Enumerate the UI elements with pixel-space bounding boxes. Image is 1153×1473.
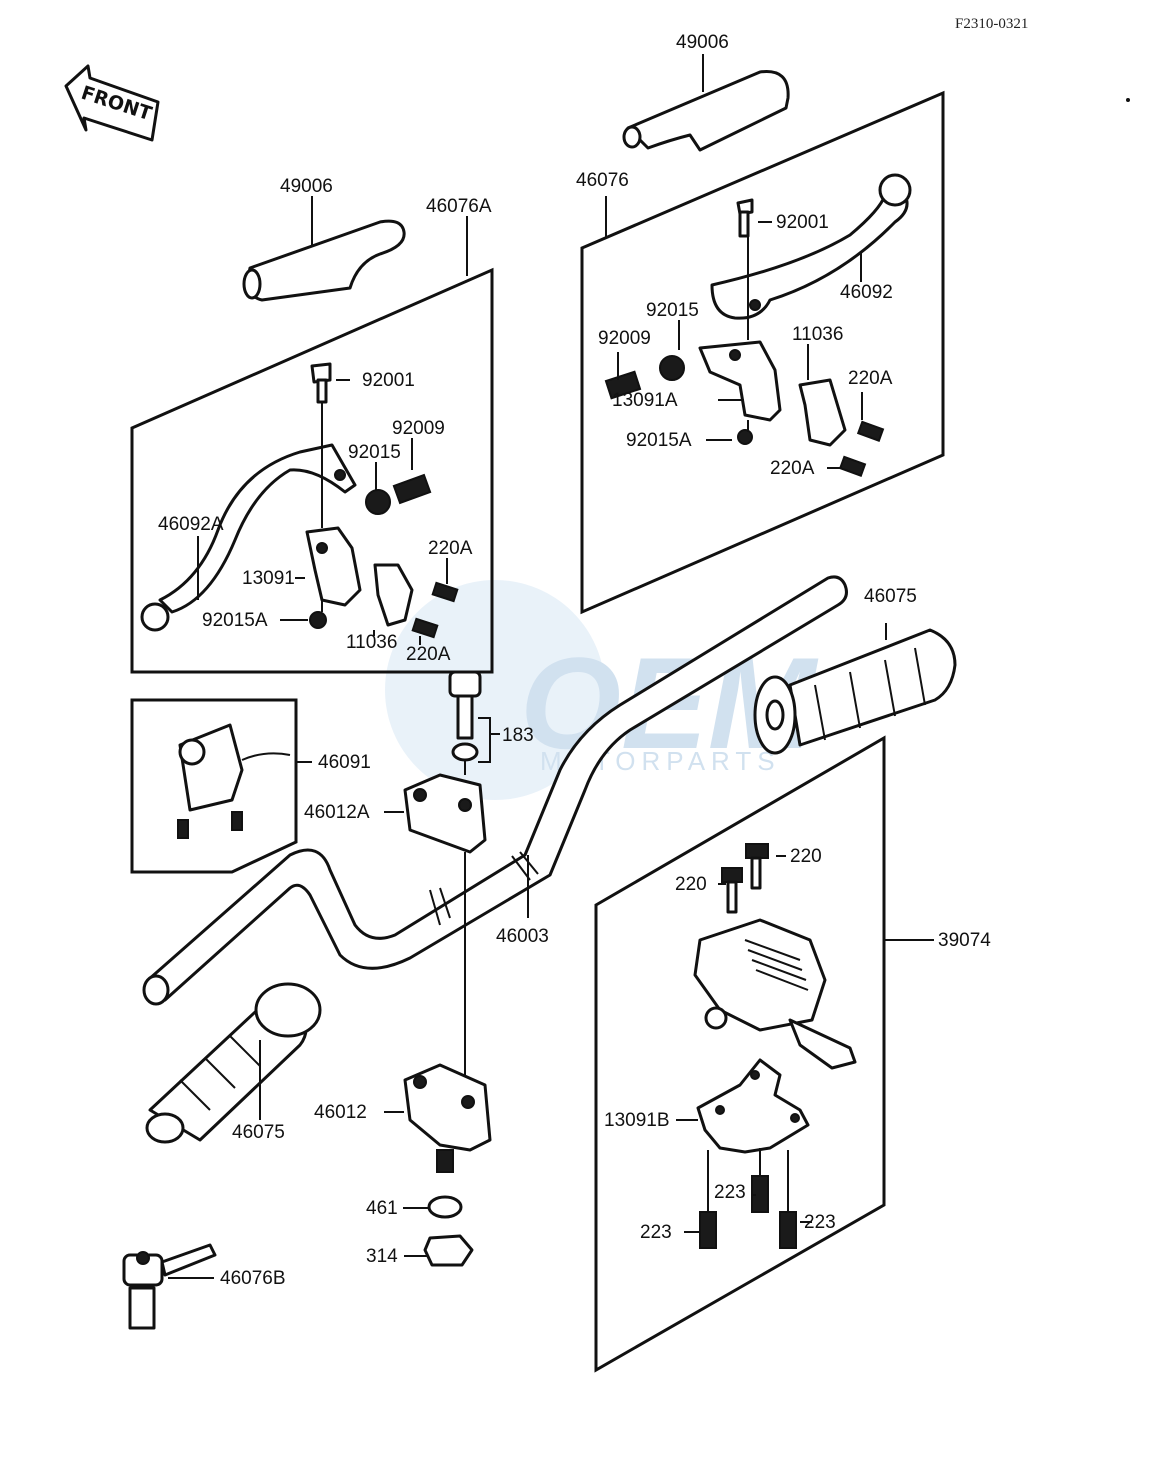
label-46091: 46091 (318, 752, 371, 773)
panel-housing-39074 (594, 735, 886, 1373)
washer-461 (427, 1195, 463, 1219)
label-92009-right: 92009 (598, 328, 651, 349)
assembly-lines-13091b (707, 1148, 789, 1212)
grip-46075-right (753, 628, 957, 755)
panel-left-lever-assembly (130, 267, 494, 674)
label-220a-right-1: 220A (848, 368, 893, 389)
nut-92015a-left (309, 611, 327, 629)
label-461: 461 (366, 1198, 398, 1219)
label-46092: 46092 (840, 282, 893, 303)
label-46076b: 46076B (220, 1268, 286, 1289)
holder-46012 (403, 1063, 492, 1173)
label-220-1: 220 (790, 846, 822, 867)
label-92015-left: 92015 (348, 442, 401, 463)
label-46003: 46003 (496, 926, 549, 947)
master-cylinder-body-13091a (698, 340, 782, 422)
bracket-13091b (696, 1058, 810, 1154)
label-223-2: 223 (640, 1222, 672, 1243)
label-13091a: 13091A (612, 390, 678, 411)
leader-lines-left (197, 196, 468, 645)
label-46075-left: 46075 (232, 1122, 285, 1143)
label-92001-right: 92001 (776, 212, 829, 233)
label-92015a-right: 92015A (626, 430, 692, 451)
label-223-3: 223 (804, 1212, 836, 1233)
adjuster-92015-left (365, 489, 391, 515)
screw-223-2 (699, 1211, 717, 1249)
leader-lines-lower (168, 623, 934, 1279)
label-39074: 39074 (938, 930, 991, 951)
label-220a-right-2: 220A (770, 458, 815, 479)
throttle-46076b (122, 1243, 217, 1330)
label-92015-right: 92015 (646, 300, 699, 321)
label-92001-left: 92001 (362, 370, 415, 391)
panel-right-lever-assembly (580, 90, 945, 615)
watermark-globe-icon (385, 580, 605, 800)
handlebar-46003 (142, 575, 848, 1006)
bolt-220a-left-2 (411, 617, 439, 639)
bolt-220a-left-1 (431, 581, 459, 603)
holder-46012a (403, 773, 487, 854)
label-92009-left: 92009 (392, 418, 445, 439)
label-220-2: 220 (675, 874, 707, 895)
clamp-11036-left (373, 563, 414, 627)
front-arrow-icon: FRONT (64, 64, 160, 142)
label-220a-left-1: 220A (428, 538, 473, 559)
label-49006-left: 49006 (280, 176, 333, 197)
label-183: 183 (502, 725, 534, 746)
speck-mark (1126, 98, 1130, 102)
bolt-92009-right (604, 370, 642, 400)
label-11036-left: 11036 (346, 632, 397, 653)
clutch-lever-46092a (140, 443, 357, 632)
leader-lines-right (605, 54, 863, 469)
label-11036-right: 11036 (792, 324, 843, 345)
label-46012a: 46012A (304, 802, 370, 823)
label-13091: 13091 (242, 568, 295, 589)
label-223-1: 223 (714, 1182, 746, 1203)
brake-lever-46092 (710, 173, 912, 320)
label-13091b: 13091B (604, 1110, 670, 1131)
pivot-bolt-92001-left (310, 362, 332, 404)
bolt-92009-left (392, 473, 432, 505)
grip-cover-left (242, 219, 406, 302)
nut-92015a-right (737, 429, 753, 445)
screw-220-1 (745, 843, 769, 890)
leader-183 (478, 717, 500, 763)
clamp-11036-right (798, 378, 847, 447)
switch-46091 (177, 723, 291, 839)
label-46012: 46012 (314, 1102, 367, 1123)
master-cylinder-body-13091 (305, 526, 362, 607)
label-46075-right: 46075 (864, 586, 917, 607)
label-49006-top: 49006 (676, 32, 729, 53)
bolt-183 (448, 670, 482, 762)
label-314: 314 (366, 1246, 398, 1267)
panel-switch-46091 (130, 698, 298, 874)
pivot-bolt-92001-right (736, 198, 754, 238)
nut-314 (423, 1234, 474, 1267)
adjuster-92015-right (659, 355, 685, 381)
label-46076: 46076 (576, 170, 629, 191)
grip-46075-left (145, 982, 322, 1144)
label-46076a: 46076A (426, 196, 492, 217)
label-92015a-left: 92015A (202, 610, 268, 631)
housing-39074 (693, 918, 857, 1070)
label-220a-left-2: 220A (406, 644, 451, 665)
bolt-220a-right-1 (856, 420, 885, 442)
label-46092a: 46092A (158, 514, 224, 535)
grip-cover-top-right (622, 70, 790, 152)
bolt-220a-right-2 (838, 455, 867, 477)
screw-223-3 (779, 1211, 797, 1249)
diagram-code: F2310-0321 (955, 16, 1028, 32)
screw-220-2 (721, 867, 743, 914)
